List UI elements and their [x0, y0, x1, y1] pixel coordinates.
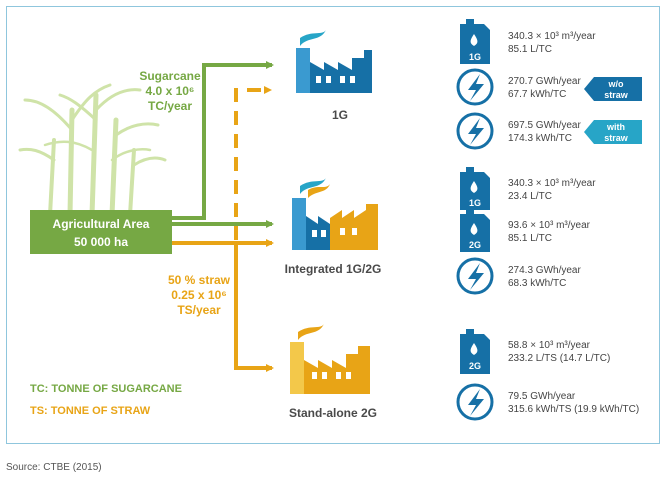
- straw-amount: 0.25 x 10⁶: [171, 288, 227, 302]
- output-integrated-power: 274.3 GWh/year 68.3 kWh/TC: [456, 257, 581, 295]
- electricity-bolt-icon: [456, 112, 494, 150]
- plant-integrated-label: Integrated 1G/2G: [285, 262, 382, 276]
- factory-integrated-icon: [292, 178, 378, 250]
- agricultural-area-box: [30, 210, 172, 254]
- tag-wo-straw: w/o straw: [584, 77, 642, 101]
- output-1g-power-with-straw: 697.5 GWh/year 174.3 kWh/TC with straw: [456, 112, 642, 150]
- ethanol-jerrycan-icon: 1G: [460, 167, 490, 210]
- agricultural-area-label: Agricultural Area: [53, 217, 150, 231]
- output-line1: 340.3 × 10³ m³/year: [508, 31, 596, 42]
- sugarcane-to-1g-arrow: [172, 61, 274, 220]
- output-line2: 67.7 kWh/TC: [508, 89, 566, 100]
- output-line1: 93.6 × 10³ m³/year: [508, 220, 591, 231]
- output-line2: 233.2 L/TS (14.7 L/TC): [508, 353, 610, 364]
- sugarcane-unit: TC/year: [148, 99, 192, 113]
- source-note: Source: CTBE (2015): [6, 462, 102, 473]
- tag-with-straw-line2: straw: [604, 133, 629, 143]
- ethanol-badge: 1G: [469, 198, 481, 208]
- straw-to-standalone-arrow: [172, 241, 274, 372]
- output-line2: 23.4 L/TC: [508, 191, 552, 202]
- ethanol-jerrycan-icon: 2G: [460, 209, 490, 252]
- tag-wo-straw-line1: w/o: [608, 79, 625, 89]
- output-line1: 270.7 GWh/year: [508, 76, 581, 87]
- plant-standalone-label: Stand-alone 2G: [289, 406, 377, 420]
- sugarcane-plant-icon: [18, 83, 167, 218]
- straw-to-1g-dashed-arrow: [234, 86, 272, 240]
- output-1g-power-wo-straw: 270.7 GWh/year 67.7 kWh/TC w/o straw: [456, 68, 642, 106]
- output-standalone-ethanol: 2G 58.8 × 10³ m³/year 233.2 L/TS (14.7 L…: [460, 329, 610, 374]
- sugarcane-label: Sugarcane: [139, 69, 201, 83]
- electricity-bolt-icon: [456, 383, 494, 421]
- electricity-bolt-icon: [456, 257, 494, 295]
- output-line1: 79.5 GWh/year: [508, 391, 576, 402]
- output-line2: 85.1 L/TC: [508, 44, 552, 55]
- sugarcane-amount: 4.0 x 10⁶: [146, 84, 195, 98]
- legend-tc: TC: TONNE OF SUGARCANE: [30, 383, 182, 395]
- ethanol-badge: 1G: [469, 52, 481, 62]
- straw-unit: TS/year: [177, 303, 221, 317]
- tag-with-straw: with straw: [584, 120, 642, 144]
- agricultural-area-size: 50 000 ha: [74, 235, 128, 249]
- output-line2: 68.3 kWh/TC: [508, 278, 566, 289]
- ethanol-badge: 2G: [469, 240, 481, 250]
- tag-wo-straw-line2: straw: [604, 90, 629, 100]
- output-line2: 174.3 kWh/TC: [508, 133, 572, 144]
- legend-ts: TS: TONNE OF STRAW: [30, 405, 151, 417]
- factory-1g-icon: [296, 30, 372, 93]
- plant-1g-label: 1G: [332, 108, 348, 122]
- ethanol-badge: 2G: [469, 361, 481, 371]
- electricity-bolt-icon: [456, 68, 494, 106]
- factory-2g-icon: [290, 324, 370, 394]
- output-integrated-ethanol-1g: 1G 340.3 × 10³ m³/year 23.4 L/TC: [460, 167, 596, 210]
- output-line1: 340.3 × 10³ m³/year: [508, 178, 596, 189]
- straw-label: 50 % straw: [168, 273, 231, 287]
- output-line1: 58.8 × 10³ m³/year: [508, 340, 591, 351]
- ethanol-jerrycan-icon: 2G: [460, 329, 490, 374]
- output-1g-ethanol: 1G 340.3 × 10³ m³/year 85.1 L/TC: [460, 19, 596, 64]
- output-line2: 315.6 kWh/TS (19.9 kWh/TC): [508, 404, 639, 415]
- tag-with-straw-line1: with: [606, 122, 625, 132]
- output-integrated-ethanol-2g: 2G 93.6 × 10³ m³/year 85.1 L/TC: [460, 209, 591, 252]
- ethanol-jerrycan-icon: 1G: [460, 19, 490, 64]
- output-line1: 697.5 GWh/year: [508, 120, 581, 131]
- output-line1: 274.3 GWh/year: [508, 265, 581, 276]
- output-standalone-power: 79.5 GWh/year 315.6 kWh/TS (19.9 kWh/TC): [456, 383, 639, 421]
- output-line2: 85.1 L/TC: [508, 233, 552, 244]
